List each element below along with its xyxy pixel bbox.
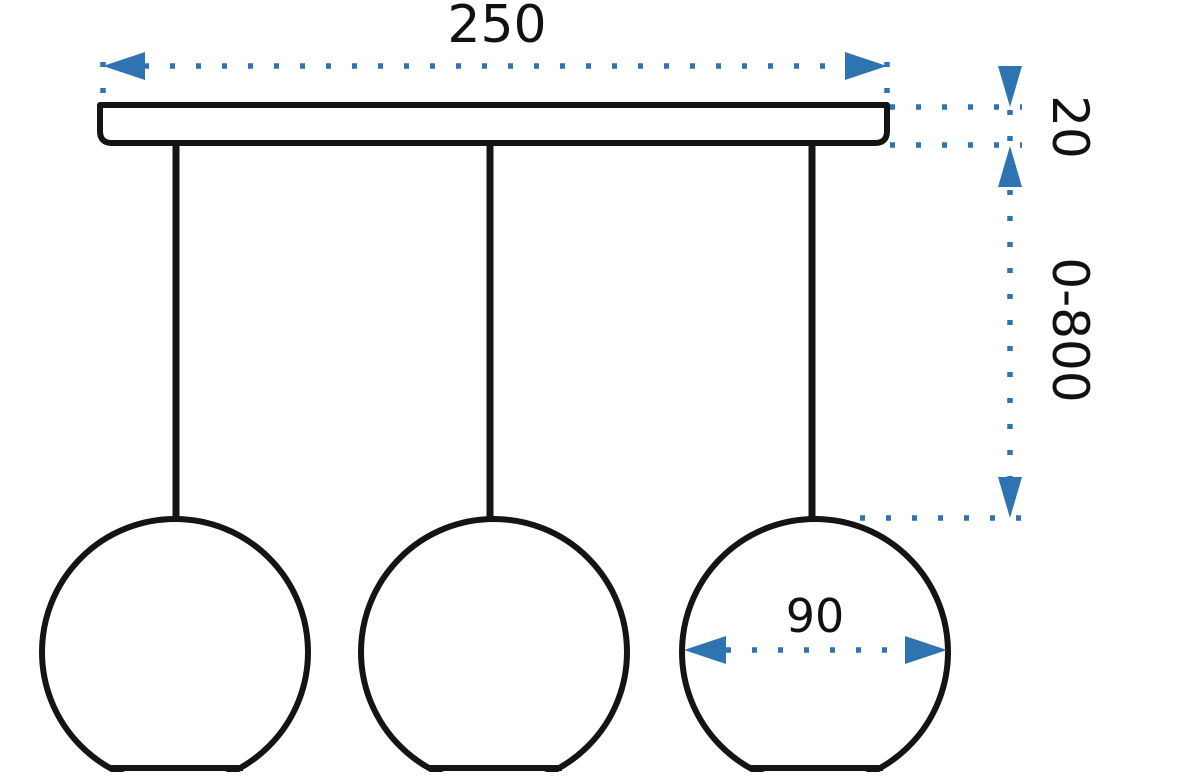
dimension-label-90: 90 — [786, 589, 845, 643]
arrowhead-0800-bottom — [998, 477, 1022, 518]
dimension-label-20: 20 — [1041, 95, 1099, 159]
arrowhead-20-top — [998, 66, 1022, 107]
dimension-0-800: 0-800 — [860, 190, 1099, 521]
dimension-90: 90 — [684, 589, 947, 664]
globe-right — [679, 516, 951, 772]
dimension-20: 20 — [890, 66, 1099, 187]
globe-right-body — [679, 516, 951, 772]
arrowhead-20-bottom — [998, 146, 1022, 187]
globe-left — [39, 516, 311, 772]
dimension-label-250: 250 — [447, 0, 546, 55]
arrowhead-90-right — [905, 636, 947, 664]
arrowhead-250-left — [103, 52, 145, 80]
globe-middle — [358, 516, 630, 772]
dimension-label-0800: 0-800 — [1041, 257, 1099, 402]
ceiling-plate — [97, 102, 890, 146]
arrowhead-90-left — [684, 636, 726, 664]
dimension-250: 250 — [100, 0, 890, 110]
stem-middle — [486, 140, 494, 522]
arrowhead-250-right — [845, 52, 887, 80]
stem-left — [172, 140, 180, 522]
globe-middle-body — [358, 516, 630, 772]
globe-left-body — [39, 516, 311, 772]
stem-right — [808, 140, 816, 522]
